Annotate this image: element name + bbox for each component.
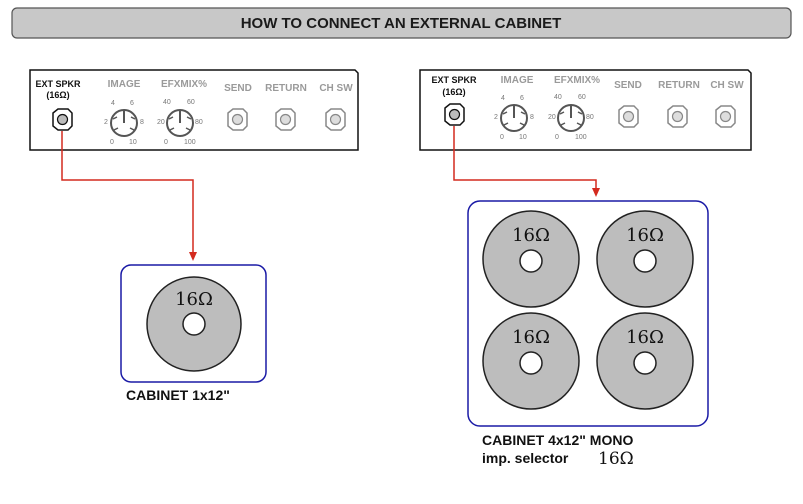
cable-right [453, 126, 600, 197]
speaker-top-right: 16Ω [596, 210, 694, 308]
title-bar [11, 7, 792, 39]
image-tick-4-right: 4 [501, 95, 505, 102]
page-title: HOW TO CONNECT AN EXTERNAL CABINET [241, 15, 562, 32]
speaker-bottom-left: 16Ω [482, 312, 580, 410]
ext-spkr-ohm-label: (16Ω) [46, 90, 69, 100]
send-jack[interactable] [227, 108, 248, 131]
efxmix-label: EFXMIX% [161, 79, 207, 90]
amp-panel-right: EXT SPKR (16Ω) IMAGE EFXMIX% SEND RETURN… [419, 69, 752, 151]
image-label-right: IMAGE [501, 75, 534, 86]
efx-tick-40-right: 40 [554, 94, 562, 101]
image-tick-4: 4 [111, 100, 115, 107]
image-tick-2: 2 [104, 119, 108, 126]
impedance-selector-value: 16Ω [598, 449, 634, 469]
speaker-impedance-label: 16Ω [626, 225, 664, 246]
efx-tick-100-right: 100 [575, 134, 587, 141]
cabinet-4x12-caption: CABINET 4x12" MONO [482, 432, 633, 448]
return-label: RETURN [265, 83, 307, 94]
efx-tick-20: 20 [157, 119, 165, 126]
image-tick-6-right: 6 [520, 95, 524, 102]
image-tick-10-right: 10 [519, 134, 527, 141]
cabinet-1x12-caption: CABINET 1x12" [126, 387, 230, 403]
efx-tick-40: 40 [163, 99, 171, 106]
efx-tick-100: 100 [184, 139, 196, 146]
speaker-1x12: 16Ω [146, 276, 242, 372]
send-jack-right[interactable] [618, 105, 639, 128]
ext-spkr-label: EXT SPKR [35, 79, 81, 89]
amp-panel-left: EXT SPKR (16Ω) IMAGE EFXMIX% SEND RETURN… [29, 69, 359, 151]
ch-sw-jack[interactable] [325, 108, 346, 131]
ch-sw-jack-right[interactable] [715, 105, 736, 128]
efxmix-knob[interactable] [166, 109, 194, 137]
ext-spkr-label-right: EXT SPKR [431, 75, 477, 85]
image-tick-8: 8 [140, 119, 144, 126]
image-tick-10: 10 [129, 139, 137, 146]
image-knob[interactable] [110, 109, 138, 137]
image-tick-8-right: 8 [530, 114, 534, 121]
speaker-impedance-label: 16Ω [175, 289, 213, 310]
image-knob-right[interactable] [500, 104, 528, 132]
return-jack[interactable] [275, 108, 296, 131]
image-tick-0: 0 [110, 139, 114, 146]
ext-spkr-jack[interactable] [52, 108, 73, 131]
image-tick-0-right: 0 [500, 134, 504, 141]
ext-spkr-jack-right[interactable] [444, 103, 465, 126]
image-label: IMAGE [108, 79, 141, 90]
send-label: SEND [224, 83, 252, 94]
speaker-impedance-label: 16Ω [512, 225, 550, 246]
efx-tick-20-right: 20 [548, 114, 556, 121]
image-tick-6: 6 [130, 100, 134, 107]
efx-tick-60-right: 60 [578, 94, 586, 101]
ext-spkr-ohm-label-right: (16Ω) [442, 87, 465, 97]
speaker-top-left: 16Ω [482, 210, 580, 308]
efxmix-label-right: EFXMIX% [554, 75, 600, 86]
ch-sw-label-right: CH SW [710, 80, 744, 91]
speaker-impedance-label: 16Ω [512, 327, 550, 348]
ch-sw-label: CH SW [319, 83, 353, 94]
efx-tick-80: 80 [195, 119, 203, 126]
image-tick-2-right: 2 [494, 114, 498, 121]
cable-left [61, 131, 197, 261]
cabinet-1x12: 16Ω [120, 264, 267, 383]
cabinet-4x12: 16Ω 16Ω 16Ω 16Ω [467, 200, 709, 427]
speaker-impedance-label: 16Ω [626, 327, 664, 348]
efx-tick-0: 0 [164, 139, 168, 146]
return-jack-right[interactable] [667, 105, 688, 128]
impedance-selector-label: imp. selector [482, 450, 569, 466]
return-label-right: RETURN [658, 80, 700, 91]
efx-tick-60: 60 [187, 99, 195, 106]
efx-tick-0-right: 0 [555, 134, 559, 141]
send-label-right: SEND [614, 80, 642, 91]
speaker-bottom-right: 16Ω [596, 312, 694, 410]
efxmix-knob-right[interactable] [557, 104, 585, 132]
efx-tick-80-right: 80 [586, 114, 594, 121]
